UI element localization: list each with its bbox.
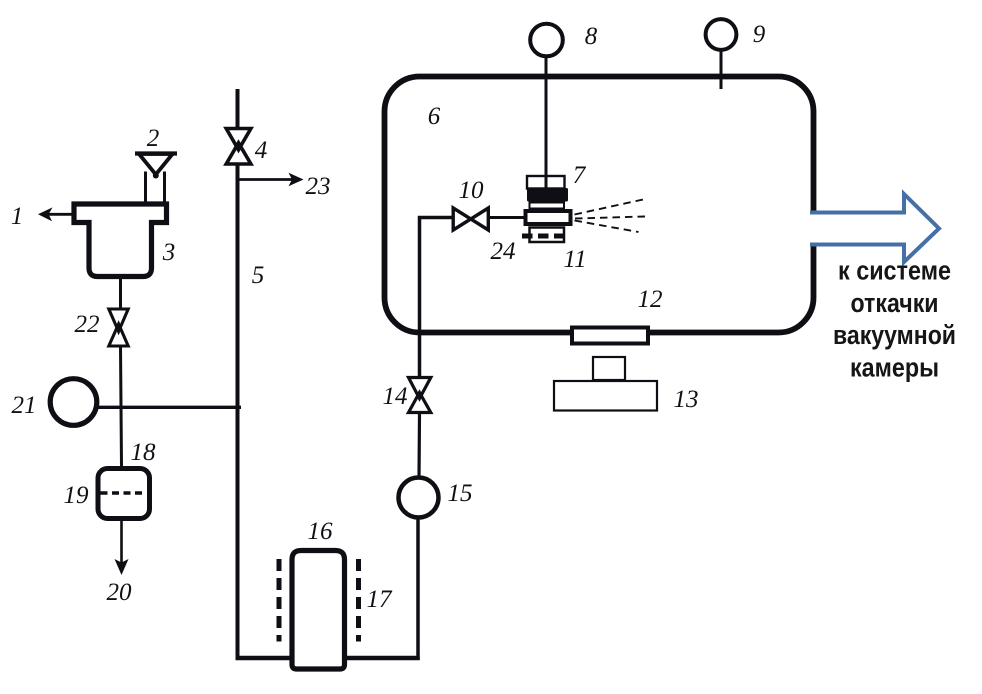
svg-text:6: 6	[428, 103, 441, 130]
svg-text:11: 11	[563, 246, 586, 273]
svg-text:1: 1	[11, 203, 24, 230]
svg-text:2: 2	[147, 125, 160, 152]
svg-text:камеры: камеры	[850, 353, 939, 383]
svg-text:3: 3	[162, 239, 176, 266]
svg-text:17: 17	[367, 586, 394, 613]
svg-text:8: 8	[585, 23, 598, 50]
svg-text:19: 19	[64, 482, 90, 509]
svg-text:4: 4	[255, 137, 268, 164]
svg-text:16: 16	[308, 518, 334, 545]
svg-text:откачки: откачки	[851, 288, 939, 318]
svg-text:15: 15	[448, 480, 473, 507]
svg-text:12: 12	[638, 286, 663, 313]
svg-text:вакуумной: вакуумной	[833, 320, 956, 350]
svg-text:10: 10	[459, 177, 485, 204]
svg-text:21: 21	[12, 392, 37, 419]
svg-text:7: 7	[573, 162, 587, 189]
svg-text:20: 20	[107, 579, 133, 606]
svg-text:13: 13	[674, 386, 699, 413]
svg-text:9: 9	[753, 21, 766, 48]
svg-text:22: 22	[75, 311, 100, 338]
svg-text:5: 5	[252, 262, 265, 289]
svg-text:к системе: к системе	[838, 256, 951, 286]
svg-text:18: 18	[131, 439, 157, 466]
svg-text:24: 24	[491, 238, 516, 265]
svg-text:23: 23	[306, 173, 331, 200]
svg-text:14: 14	[383, 383, 408, 410]
